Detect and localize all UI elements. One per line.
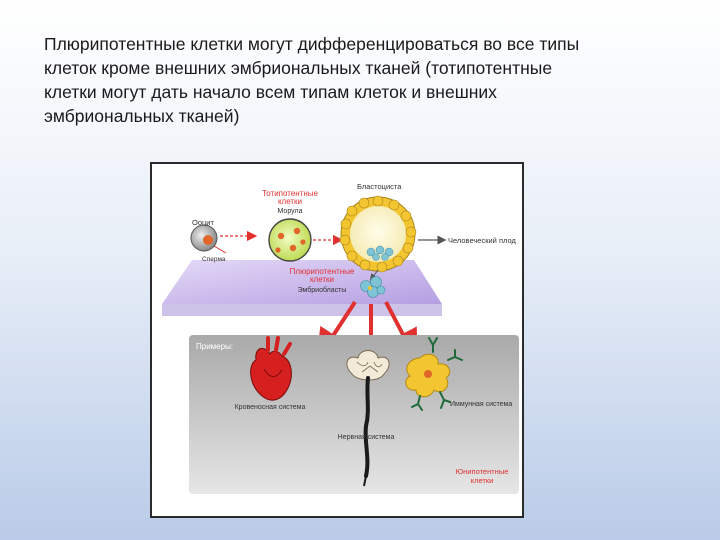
pluripotent-label-2: клетки [310,275,334,284]
embryoblast-pointer [369,269,379,281]
unipotent-label-2: клетки [471,476,494,485]
embryoblasts-label: Эмбриобласты [298,286,347,294]
oocyte-label: Ооцит [192,218,214,227]
blastocyst-icon [339,195,417,273]
totipotent-label-2: клетки [278,197,302,206]
blastocyst-label: Бластоциста [357,182,402,191]
sperm-label: Сперма [202,256,226,263]
morula-icon [268,218,312,262]
human-fetus-label: Человеческий плод [448,236,516,245]
embryo-plane-edge [162,304,442,316]
heart-icon [250,336,292,401]
immune-cell-icon [405,337,463,411]
cell-potency-figure: Ооцит Сперма Тотипотентные клетки Морула… [150,162,524,518]
text-line: Плюрипотентные клетки могут дифференциро… [44,34,580,54]
text-line: клеток кроме внешних эмбриональных ткане… [44,58,553,78]
slide-body-text: Плюрипотентные клетки могут дифференциро… [44,32,684,128]
neuron-icon [346,350,390,487]
embryoblast-cells-icon [360,276,386,298]
morula-label: Морула [278,208,303,215]
examples-label: Примеры: [196,342,233,351]
nervous-label: Нервная система [338,434,395,441]
text-line: эмбриональных тканей) [44,106,240,126]
totipotent-label: Тотипотентные [262,189,319,198]
pluripotent-label: Плюрипотентные [290,267,355,276]
circulatory-label: Кровеносная система [235,404,306,411]
potency-diagram: Ооцит Сперма Тотипотентные клетки Морула… [162,182,519,494]
unipotent-label: Юнипотентные [456,467,509,476]
oocyte-icon [190,224,218,252]
text-line: клетки могут дать начало всем типам клет… [44,82,497,102]
sperm-pointer [213,245,227,254]
immune-label: Иммунная система [450,401,512,408]
